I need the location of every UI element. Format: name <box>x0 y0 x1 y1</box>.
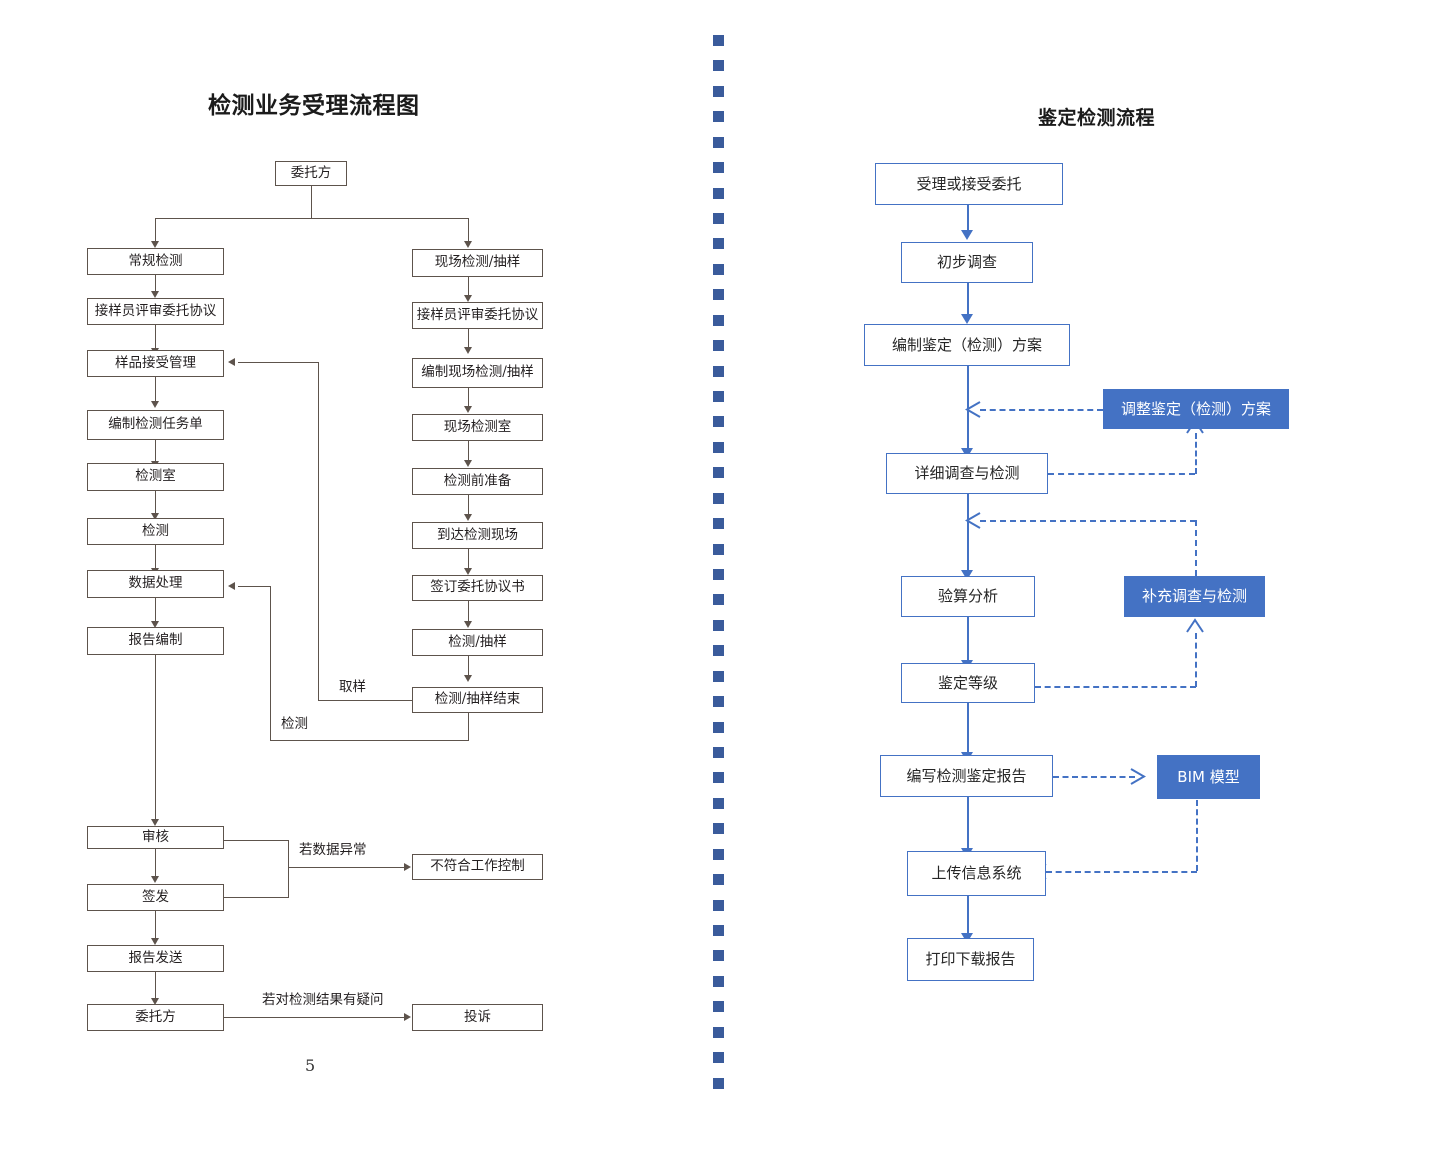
divider-dot <box>713 1001 724 1013</box>
divider-dot <box>713 1026 724 1038</box>
divider-dot <box>713 594 724 606</box>
divider-dot <box>713 60 724 72</box>
divider-dot <box>713 569 724 580</box>
divider-dot <box>713 365 724 377</box>
divider-dot <box>713 213 724 224</box>
left-node-client-bottom[interactable]: 委托方 <box>87 1004 224 1031</box>
left-node-lab[interactable]: 检测室 <box>87 463 224 491</box>
divider-dot <box>713 797 724 809</box>
left-node-data-process[interactable]: 数据处理 <box>87 570 224 598</box>
divider-dot <box>713 848 724 860</box>
divider-dot <box>713 416 724 428</box>
left-node-plan-onsite[interactable]: 编制现场检测/抽样 <box>412 358 543 388</box>
right-node-write-report[interactable]: 编写检测鉴定报告 <box>880 755 1053 797</box>
divider-dot <box>713 111 724 123</box>
divider-dot <box>713 187 724 199</box>
divider-dot <box>713 263 724 275</box>
left-chart-title: 检测业务受理流程图 <box>208 93 420 119</box>
divider-dot <box>713 391 724 402</box>
divider-dot <box>713 696 724 708</box>
divider-dot <box>713 874 724 886</box>
right-node-print-download[interactable]: 打印下载报告 <box>907 938 1034 981</box>
left-node-report-send[interactable]: 报告发送 <box>87 945 224 972</box>
left-node-sampling-end[interactable]: 检测/抽样结束 <box>412 687 543 713</box>
left-node-test-sampling[interactable]: 检测/抽样 <box>412 629 543 656</box>
left-edge-label-testing: 检测 <box>281 716 308 732</box>
divider-dot <box>713 975 724 987</box>
right-node-supplement-survey[interactable]: 补充调查与检测 <box>1124 576 1265 617</box>
divider-dot <box>713 925 724 936</box>
right-node-preliminary[interactable]: 初步调查 <box>901 242 1033 283</box>
left-node-client-top[interactable]: 委托方 <box>275 161 347 186</box>
left-node-complaint[interactable]: 投诉 <box>412 1004 543 1031</box>
left-node-review-right[interactable]: 接样员评审委托协议 <box>412 302 543 329</box>
vertical-dotted-divider <box>713 35 724 1103</box>
divider-dot <box>713 35 724 46</box>
left-node-sign-agreement[interactable]: 签订委托协议书 <box>412 575 543 601</box>
divider-dot <box>713 467 724 479</box>
left-node-pre-test[interactable]: 检测前准备 <box>412 468 543 495</box>
divider-dot <box>713 518 724 530</box>
left-node-test[interactable]: 检测 <box>87 518 224 545</box>
right-node-upload[interactable]: 上传信息系统 <box>907 851 1046 896</box>
left-node-routine-test[interactable]: 常规检测 <box>87 248 224 275</box>
divider-dot <box>713 823 724 835</box>
divider-dot <box>713 543 724 555</box>
right-node-calc-analysis[interactable]: 验算分析 <box>901 576 1035 617</box>
divider-dot <box>713 772 724 784</box>
left-edge-label-sampling: 取样 <box>339 679 366 695</box>
divider-dot <box>713 1077 724 1089</box>
divider-dot <box>713 289 724 301</box>
divider-dot <box>713 747 724 758</box>
right-node-grade[interactable]: 鉴定等级 <box>901 663 1035 703</box>
divider-dot <box>713 340 724 352</box>
divider-dot <box>713 238 724 250</box>
divider-dot <box>713 950 724 962</box>
divider-dot <box>713 314 724 326</box>
divider-dot <box>713 136 724 148</box>
left-node-onsite[interactable]: 现场检测/抽样 <box>412 249 543 277</box>
right-chart-title: 鉴定检测流程 <box>1038 107 1156 129</box>
left-node-sample-accept[interactable]: 样品接受管理 <box>87 350 224 377</box>
right-node-adjust-plan[interactable]: 调整鉴定（检测）方案 <box>1103 389 1289 429</box>
left-edge-label-data-abnormal: 若数据异常 <box>299 842 367 858</box>
right-node-make-plan[interactable]: 编制鉴定（检测）方案 <box>864 324 1070 366</box>
left-edge-label-result-question: 若对检测结果有疑问 <box>262 992 384 1008</box>
left-node-nonconform[interactable]: 不符合工作控制 <box>412 854 543 880</box>
left-node-report-make[interactable]: 报告编制 <box>87 627 224 655</box>
divider-dot <box>713 441 724 453</box>
divider-dot <box>713 85 724 97</box>
left-node-task-sheet[interactable]: 编制检测任务单 <box>87 410 224 440</box>
divider-dot <box>713 645 724 657</box>
right-node-detail-survey[interactable]: 详细调查与检测 <box>886 453 1048 494</box>
divider-dot <box>713 492 724 504</box>
divider-dot <box>713 619 724 631</box>
divider-dot <box>713 721 724 733</box>
left-node-review-left[interactable]: 接样员评审委托协议 <box>87 298 224 325</box>
left-node-audit[interactable]: 审核 <box>87 826 224 849</box>
divider-dot <box>713 162 724 174</box>
right-node-bim-model[interactable]: BIM 模型 <box>1157 755 1260 799</box>
left-node-onsite-lab[interactable]: 现场检测室 <box>412 414 543 441</box>
page-number: 5 <box>305 1056 316 1075</box>
divider-dot <box>713 1052 724 1064</box>
left-node-arrive-site[interactable]: 到达检测现场 <box>412 522 543 549</box>
divider-dot <box>713 899 724 911</box>
right-node-accept[interactable]: 受理或接受委托 <box>875 163 1063 205</box>
left-node-issue[interactable]: 签发 <box>87 884 224 911</box>
divider-dot <box>713 670 724 682</box>
